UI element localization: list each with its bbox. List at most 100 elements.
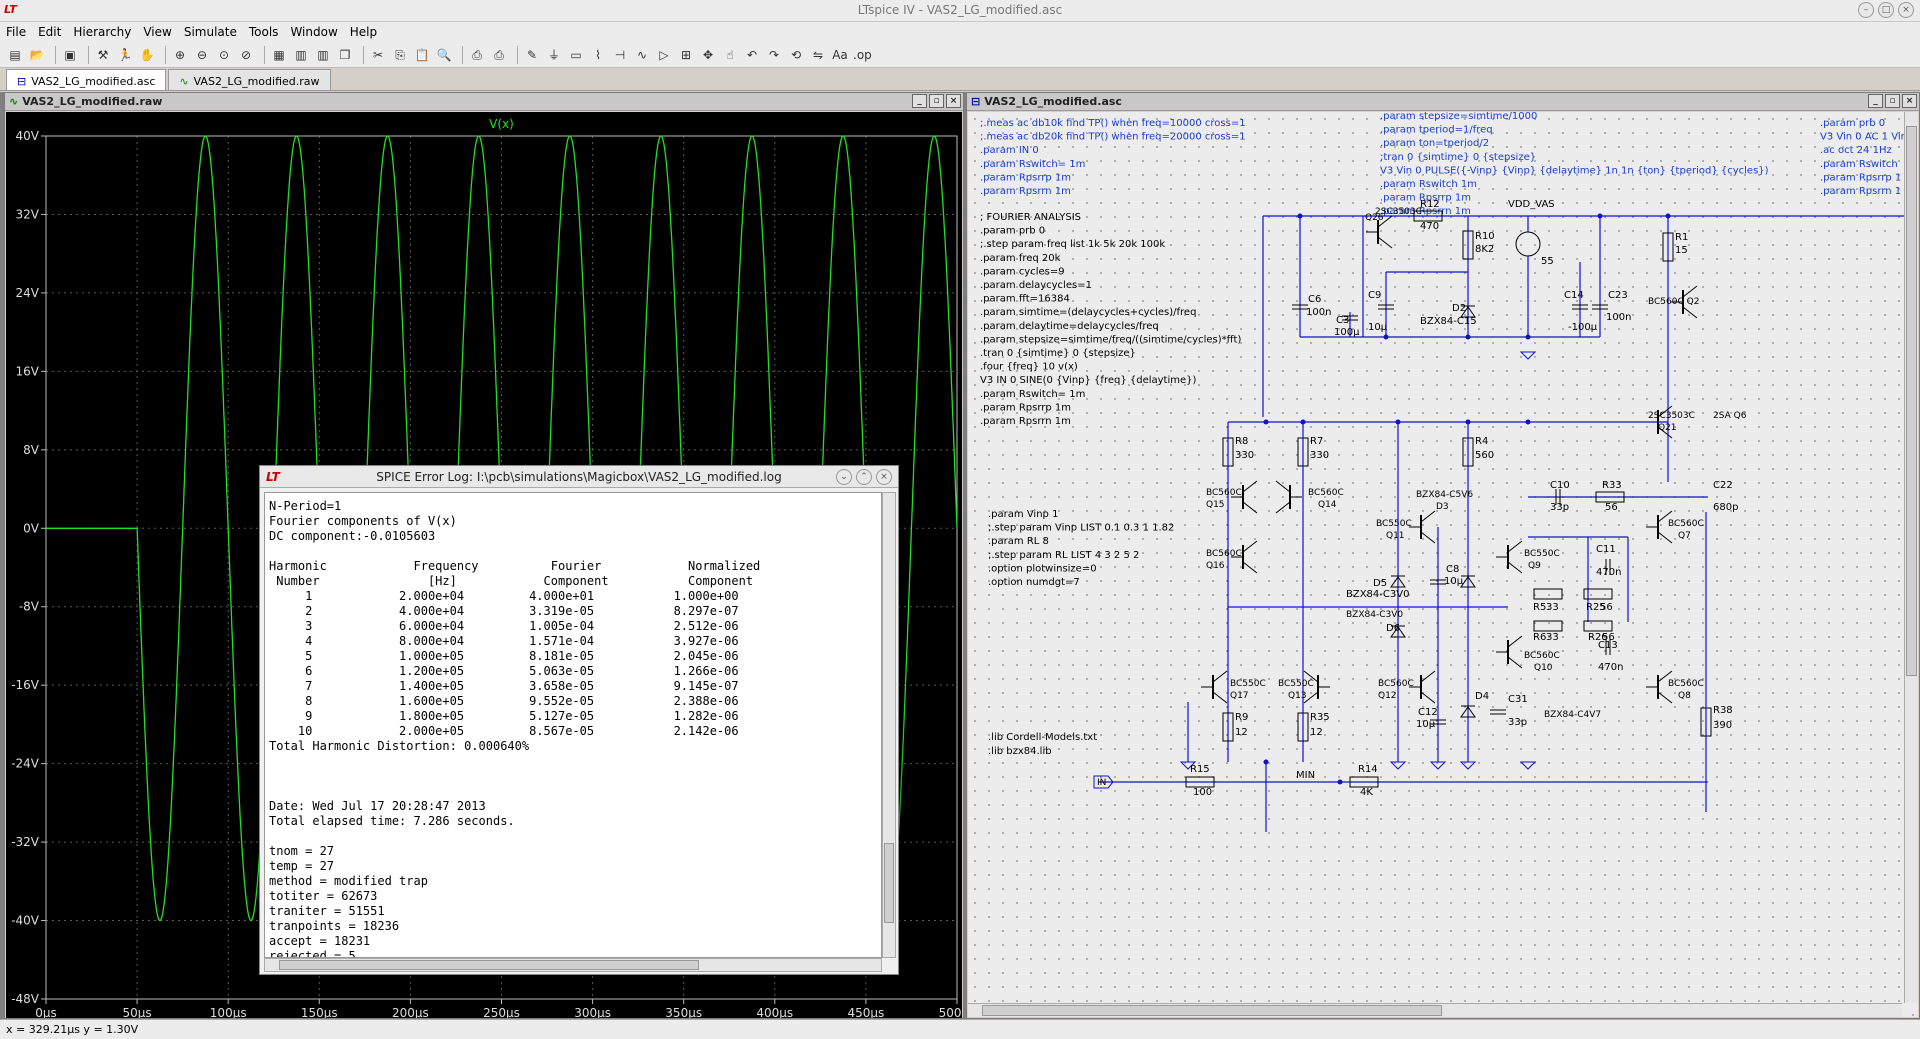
dialog-maximize-button[interactable]: ⌃ [856, 469, 872, 485]
y-tick-label: -32V [11, 835, 40, 849]
redo-icon[interactable]: ↷ [768, 47, 780, 62]
schematic-label: 10µ [1444, 576, 1464, 587]
schematic-label: 2SC3503C [1375, 207, 1422, 217]
resistor-symbol [1662, 232, 1674, 262]
schematic-label: MIN [1296, 770, 1315, 781]
schematic-label: BZX84-C3V0 [1346, 589, 1409, 600]
label-icon[interactable]: ▭ [570, 47, 582, 62]
close-button[interactable]: × [1898, 2, 1914, 18]
spice-directive: .param IN 0 [980, 145, 1039, 156]
tile-horizontal-icon[interactable]: ▥ [295, 47, 307, 62]
restore-icon[interactable]: ▫ [1885, 94, 1900, 108]
schematic-drawing[interactable]: ;.meas ac db10k find TP() when freq=1000… [968, 112, 1918, 1017]
undo-icon[interactable]: ↶ [746, 47, 758, 62]
menu-simulate[interactable]: Simulate [183, 25, 237, 39]
schematic-label: 2SA Q6 [1713, 411, 1747, 421]
schematic-label: R14 [1358, 764, 1378, 775]
schematic-label: BC550C [1524, 549, 1560, 559]
inductor-icon[interactable]: ∿ [636, 47, 648, 62]
resistor-symbol [1222, 712, 1234, 742]
dialog-close-button[interactable]: × [876, 469, 892, 485]
schematic-label: Q9 [1528, 561, 1541, 571]
tab-waveform[interactable]: ∿VAS2_LG_modified.raw [168, 69, 331, 90]
rotate-icon[interactable]: ⟲ [790, 47, 802, 62]
open-icon[interactable]: 📂 [29, 47, 45, 62]
minimize-icon[interactable]: _ [912, 94, 927, 108]
schematic-label: R33 [1602, 480, 1622, 491]
close-icon[interactable]: × [1902, 94, 1917, 108]
autorange-icon[interactable]: ▦ [273, 47, 285, 62]
plot-frame [45, 135, 958, 1000]
log-horizontal-scrollbar[interactable] [264, 958, 882, 972]
cut-icon[interactable]: ✂ [372, 47, 384, 62]
control-panel-icon[interactable]: ⚒ [97, 47, 109, 62]
schematic-vertical-scrollbar[interactable] [1904, 112, 1918, 1003]
transistor-symbol [1242, 540, 1258, 553]
text-icon[interactable]: Aa [832, 47, 848, 62]
spice-directive: .four {freq} 10 v(x) [980, 362, 1078, 373]
new-schematic-icon[interactable]: ▤ [9, 47, 21, 62]
run-icon[interactable]: 🏃 [117, 47, 133, 62]
menu-help[interactable]: Help [349, 25, 378, 39]
halt-icon[interactable]: ✋ [139, 47, 155, 62]
tab-schematic[interactable]: ⊟VAS2_LG_modified.asc [6, 69, 167, 90]
cascade-icon[interactable]: ❐ [339, 47, 351, 62]
title-bar: LT LTspice IV - VAS2_LG_modified.asc – □… [0, 0, 1920, 22]
restore-icon[interactable]: ▫ [929, 94, 944, 108]
print-icon[interactable]: ⎙ [494, 47, 504, 62]
diode-symbol [1390, 626, 1406, 638]
menu-hierarchy[interactable]: Hierarchy [73, 25, 132, 39]
save-icon[interactable]: ▣ [64, 47, 76, 62]
resistor-icon[interactable]: ⌇ [595, 47, 601, 62]
transistor-symbol [1657, 531, 1673, 544]
tab-label: VAS2_LG_modified.asc [31, 75, 156, 88]
menu-file[interactable]: File [6, 25, 27, 39]
menu-view[interactable]: View [143, 25, 172, 39]
schematic-label: C13 [1598, 640, 1618, 651]
diode-icon[interactable]: ▷ [659, 47, 669, 62]
dialog-minimize-button[interactable]: ⌄ [836, 469, 852, 485]
log-text[interactable]: N-Period=1 Fourier components of V(x) DC… [264, 492, 882, 958]
zoom-in-icon[interactable]: ⊕ [174, 47, 186, 62]
drag-icon[interactable]: ☝ [726, 47, 734, 62]
maximize-button[interactable]: □ [1878, 2, 1894, 18]
schematic-label: R1 [1675, 232, 1688, 243]
transistor-symbol [1420, 691, 1436, 704]
capacitor-icon[interactable]: ⊣ [614, 47, 626, 62]
schematic-label: 56 [1605, 502, 1618, 513]
spice-directive-icon[interactable]: .op [853, 47, 872, 62]
schematic-label: D4 [1475, 691, 1489, 702]
menu-edit[interactable]: Edit [38, 25, 62, 39]
menu-window[interactable]: Window [290, 25, 338, 39]
diode-symbol [1460, 576, 1476, 588]
zoom-cancel-icon[interactable]: ⊘ [240, 47, 252, 62]
schematic-horizontal-scrollbar[interactable] [968, 1003, 1902, 1017]
x-tick-label: 500µs [939, 1006, 962, 1018]
minimize-button[interactable]: – [1858, 2, 1874, 18]
component-icon[interactable]: ⊞ [680, 47, 692, 62]
spice-directive: .option numdgt=7 [988, 577, 1080, 588]
zoom-out-icon[interactable]: ⊖ [196, 47, 208, 62]
transistor-symbol [1212, 691, 1228, 704]
menu-tools[interactable]: Tools [248, 25, 279, 39]
trace-label: V(x) [489, 117, 514, 131]
paste-icon[interactable]: 📋 [414, 47, 430, 62]
close-icon[interactable]: × [946, 94, 961, 108]
schematic-label: BC560C [1668, 519, 1704, 529]
zoom-fit-icon[interactable]: ⊙ [218, 47, 230, 62]
tile-vertical-icon[interactable]: ▥ [317, 47, 329, 62]
spice-directive: ;tran 0 {simtime} 0 {stepsize} [1380, 152, 1536, 163]
move-icon[interactable]: ✥ [702, 47, 714, 62]
log-vertical-scrollbar[interactable] [882, 492, 896, 958]
find-icon[interactable]: 🔍 [436, 47, 452, 62]
resistor-symbol [1185, 776, 1215, 788]
schematic-label: C31 [1508, 694, 1528, 705]
print-preview-icon[interactable]: ⎙ [472, 47, 482, 62]
minimize-icon[interactable]: _ [1868, 94, 1883, 108]
mirror-icon[interactable]: ⇋ [812, 47, 824, 62]
ground-icon[interactable]: ⏚ [547, 47, 560, 62]
wire-icon[interactable]: ✎ [526, 47, 538, 62]
copy-icon[interactable]: ⎘ [395, 47, 405, 62]
schematic-canvas[interactable]: ;.meas ac db10k find TP() when freq=1000… [968, 112, 1918, 1017]
schematic-label: Q17 [1230, 691, 1249, 701]
